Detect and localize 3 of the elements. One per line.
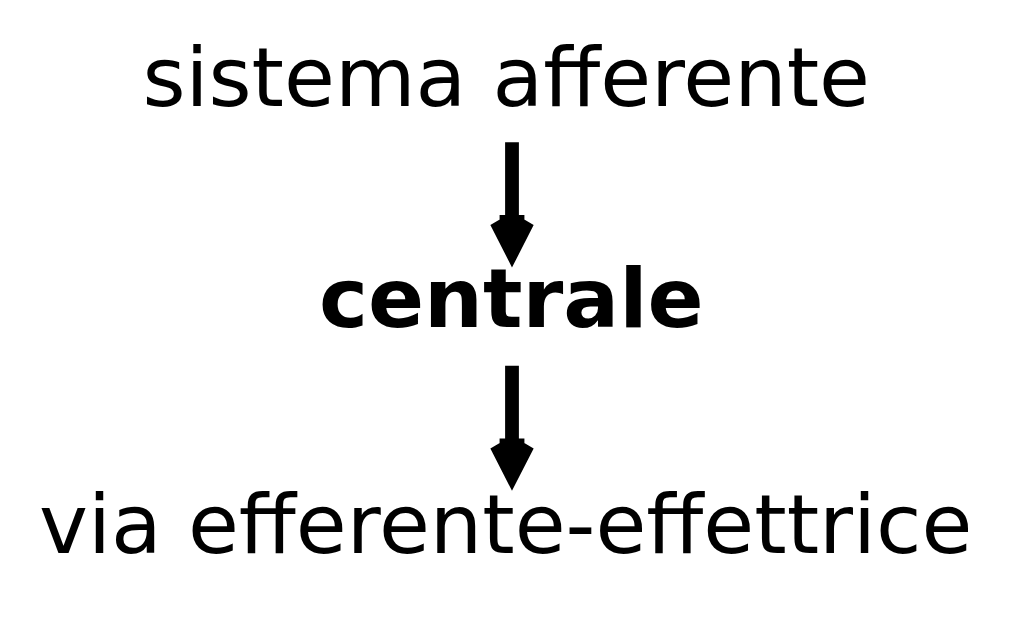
node-text: via efferente-effettrice (38, 476, 973, 574)
node-text: sistema afferente (142, 29, 870, 127)
node-text: centrale (318, 249, 704, 347)
